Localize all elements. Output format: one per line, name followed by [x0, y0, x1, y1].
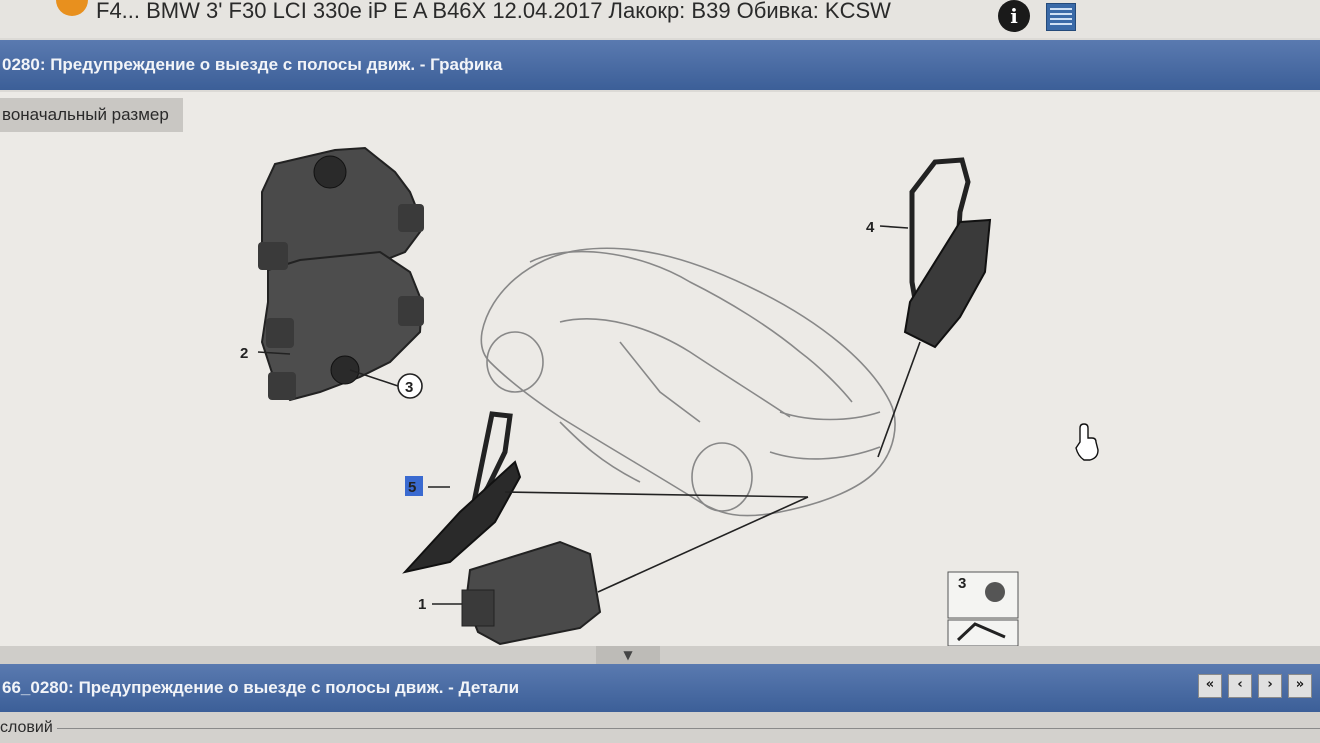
next-page-button[interactable]: ›: [1258, 674, 1282, 698]
footer: словий: [0, 712, 1320, 743]
details-title: 66_0280: Предупреждение о выезде с полос…: [2, 678, 520, 697]
info-icon[interactable]: i: [998, 0, 1030, 32]
callout-5-highlight: [405, 476, 423, 496]
svg-text:3: 3: [958, 575, 966, 592]
parts-diagram[interactable]: 2 3 4 5 1 3: [0, 92, 1320, 646]
vehicle-info: F4... BMW 3' F30 LCI 330e iP E A B46X 12…: [96, 0, 891, 23]
sensor-bracket-part[interactable]: [402, 411, 522, 574]
last-page-button[interactable]: »: [1288, 674, 1312, 698]
panel-splitter[interactable]: ▼: [0, 646, 1320, 664]
pager: « ‹ › »: [1198, 674, 1312, 698]
control-unit-part[interactable]: [461, 540, 602, 646]
reset-size-button[interactable]: воначальный размер: [0, 98, 183, 132]
graphics-panel[interactable]: 2 3 4 5 1 3 воначальный размер: [0, 92, 1320, 646]
table-icon[interactable]: [1046, 3, 1076, 31]
car-outline: [480, 247, 896, 517]
graphics-titlebar: 0280: Предупреждение о выезде с полосы д…: [0, 40, 1320, 90]
details-titlebar: 66_0280: Предупреждение о выезде с полос…: [0, 664, 1320, 712]
callout-3-circle: [397, 373, 423, 399]
prev-page-button[interactable]: ‹: [1228, 674, 1252, 698]
callout-5[interactable]: 5: [408, 479, 416, 496]
rear-bracket-part[interactable]: [903, 157, 992, 349]
footer-label: словий: [0, 718, 53, 736]
thumbnail-next[interactable]: [947, 619, 1019, 646]
collapse-handle[interactable]: ▼: [596, 646, 660, 664]
callout-2[interactable]: 2: [240, 345, 248, 362]
graphics-title: 0280: Предупреждение о выезде с полосы д…: [2, 55, 503, 74]
bracket-part[interactable]: [258, 146, 424, 402]
top-bar: F4... BMW 3' F30 LCI 330e iP E A B46X 12…: [0, 0, 1320, 38]
first-page-button[interactable]: «: [1198, 674, 1222, 698]
callout-4[interactable]: 4: [866, 219, 875, 236]
callout-3[interactable]: 3: [405, 379, 413, 396]
hand-cursor-icon: [1075, 423, 1099, 461]
callout-1[interactable]: 1: [418, 596, 426, 613]
status-dot-icon: [56, 0, 88, 16]
thumbnail-3[interactable]: 3: [947, 571, 1019, 619]
footer-divider: [56, 728, 1320, 729]
